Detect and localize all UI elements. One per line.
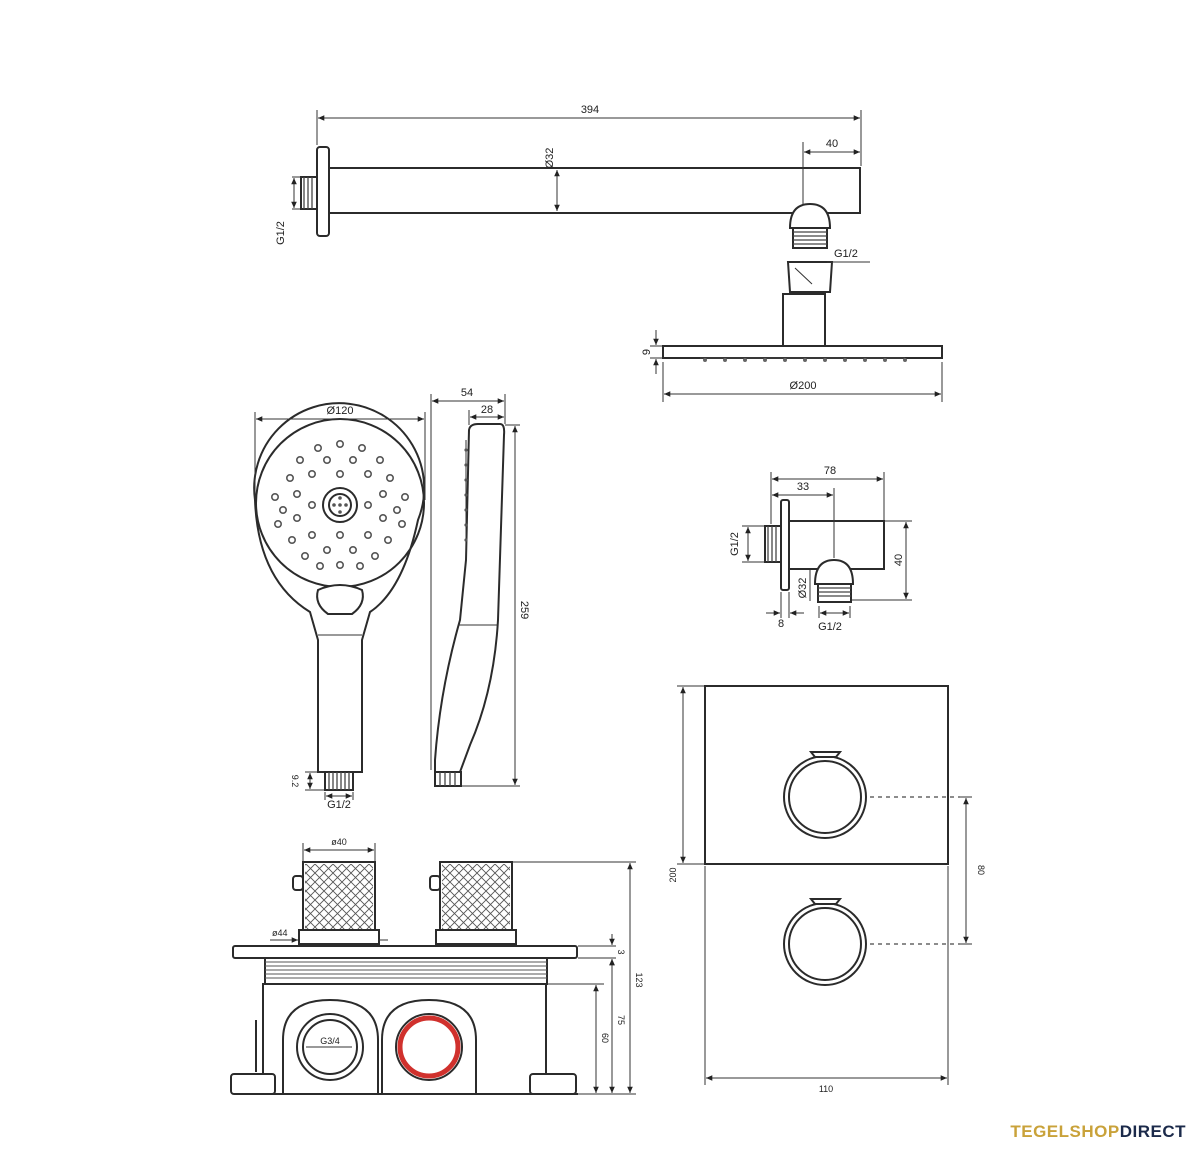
plate-width-label: 110 (819, 1084, 833, 1094)
brand-logo-part2: DIRECT (1119, 1122, 1186, 1141)
wall-outlet (764, 499, 885, 603)
arm-diameter-label: Ø32 (544, 148, 556, 169)
box-low-label: 60 (600, 1033, 610, 1043)
box-inlet-label: G3/4 (320, 1036, 340, 1046)
hand-length-label: 259 (518, 601, 530, 619)
outlet-height-label: 40 (893, 554, 905, 566)
outlet-wall-thread-label: G1/2 (729, 532, 741, 556)
wall-outlet-dimensions: 78 33 40 G1/2 Ø32 8 G1/2 (729, 465, 912, 633)
hand-diameter-label: Ø120 (327, 405, 354, 417)
hand-shower-dimensions: Ø120 54 28 259 9.2 G1/2 (254, 387, 530, 811)
arm-wall-thread-label: G1/2 (275, 221, 287, 245)
outlet-width-label: 78 (824, 465, 836, 477)
box-total-label: 123 (634, 972, 644, 987)
brand-logo: TEGELSHOPDIRECT (1010, 1122, 1186, 1142)
shower-arm-dimensions: 394 Ø32 40 G1/2 G1/2 9 Ø200 (275, 104, 943, 402)
outlet-thread-label: G1/2 (818, 621, 842, 633)
concealed-box-dimensions: ø40 ø44 3 123 75 60 G3/4 (270, 837, 644, 1095)
box-plate-label: 3 (616, 949, 626, 954)
knob-base-diameter-label: ø44 (272, 928, 288, 938)
hand-thread-label: G1/2 (327, 799, 351, 811)
plate-height-label: 200 (668, 867, 678, 882)
plate-spacing-label: 80 (976, 865, 986, 875)
outlet-diameter-label: Ø32 (797, 578, 809, 599)
hand-shower-front (253, 402, 426, 791)
trim-plate-dimensions: 200 80 110 (668, 685, 986, 1094)
brand-logo-part1: TEGELSHOP (1010, 1122, 1120, 1141)
arm-length-label: 394 (581, 104, 599, 116)
outlet-flange-label: 8 (778, 618, 784, 630)
concealed-box (230, 861, 578, 1095)
hand-shower-side (434, 423, 506, 787)
outlet-inner-label: 33 (797, 481, 809, 493)
head-height-label: 9 (641, 349, 653, 355)
hand-depth-label: 54 (461, 387, 473, 399)
hand-thread-length-label: 9.2 (290, 775, 300, 788)
shower-arm (300, 146, 943, 362)
arm-end-label: 40 (826, 138, 838, 150)
box-mid-label: 75 (616, 1015, 626, 1025)
hand-depth-head-label: 28 (481, 404, 493, 416)
trim-plate (704, 685, 960, 986)
head-diameter-label: Ø200 (790, 380, 817, 392)
knob-diameter-label: ø40 (331, 837, 347, 847)
arm-head-thread-label: G1/2 (834, 248, 858, 260)
